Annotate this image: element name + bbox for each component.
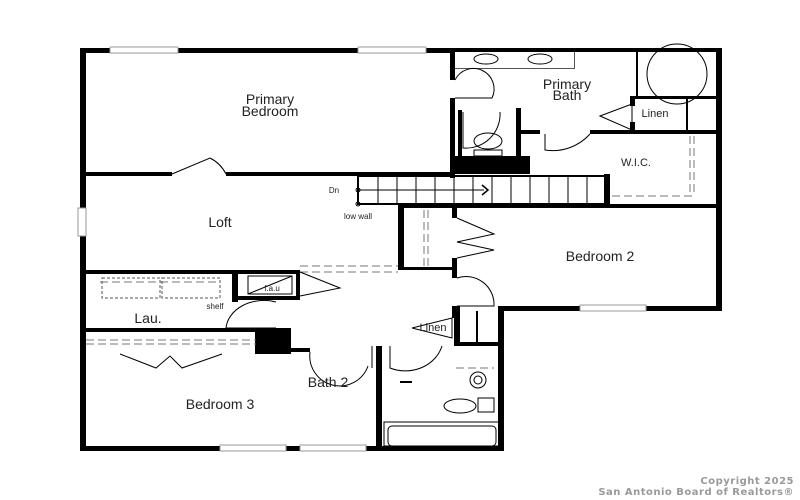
label-laundry-unit: f.a.u (264, 284, 280, 293)
fixtures (247, 43, 708, 447)
label-primary-bedroom-1: Primary (246, 91, 294, 107)
shelf-outline (101, 277, 221, 299)
label-primary-bath-2: Bath (553, 87, 582, 103)
bathtub-icon (646, 43, 708, 105)
label-bedroom-3: Bedroom 3 (186, 396, 255, 412)
dashed-lines (86, 136, 695, 369)
copyright-notice: Copyright 2025 San Antonio Board of Real… (598, 476, 794, 498)
toilet-icon (473, 132, 503, 150)
copyright-line-1: Copyright 2025 (700, 476, 794, 487)
label-linen-primary: Linen (642, 108, 669, 120)
label-wic: W.I.C. (621, 157, 651, 169)
label-linen-hall: Linen (420, 322, 447, 334)
label-primary-bath-1: Primary (543, 76, 591, 92)
label-primary-bedroom-2: Bedroom (242, 103, 299, 119)
windows (77, 46, 647, 452)
bathtub-2-icon (387, 425, 497, 447)
sink-icon (473, 53, 499, 65)
label-loft: Loft (208, 214, 231, 230)
label-stairs-down: Dn (329, 186, 339, 195)
doors[interactable] (119, 67, 633, 387)
interior-walls (80, 48, 722, 450)
label-bath-2: Bath 2 (308, 374, 349, 390)
label-laundry: Lau. (134, 310, 161, 326)
laundry-unit-icon (247, 275, 293, 295)
copyright-line-2: San Antonio Board of Realtors® (598, 487, 794, 498)
staircase[interactable] (355, 175, 607, 207)
label-low-wall: low wall (344, 212, 372, 221)
room-labels: Primary Bedroom Primary Bath Linen W.I.C… (134, 76, 668, 412)
label-bedroom-2: Bedroom 2 (566, 248, 635, 264)
label-shelf: shelf (207, 302, 225, 311)
